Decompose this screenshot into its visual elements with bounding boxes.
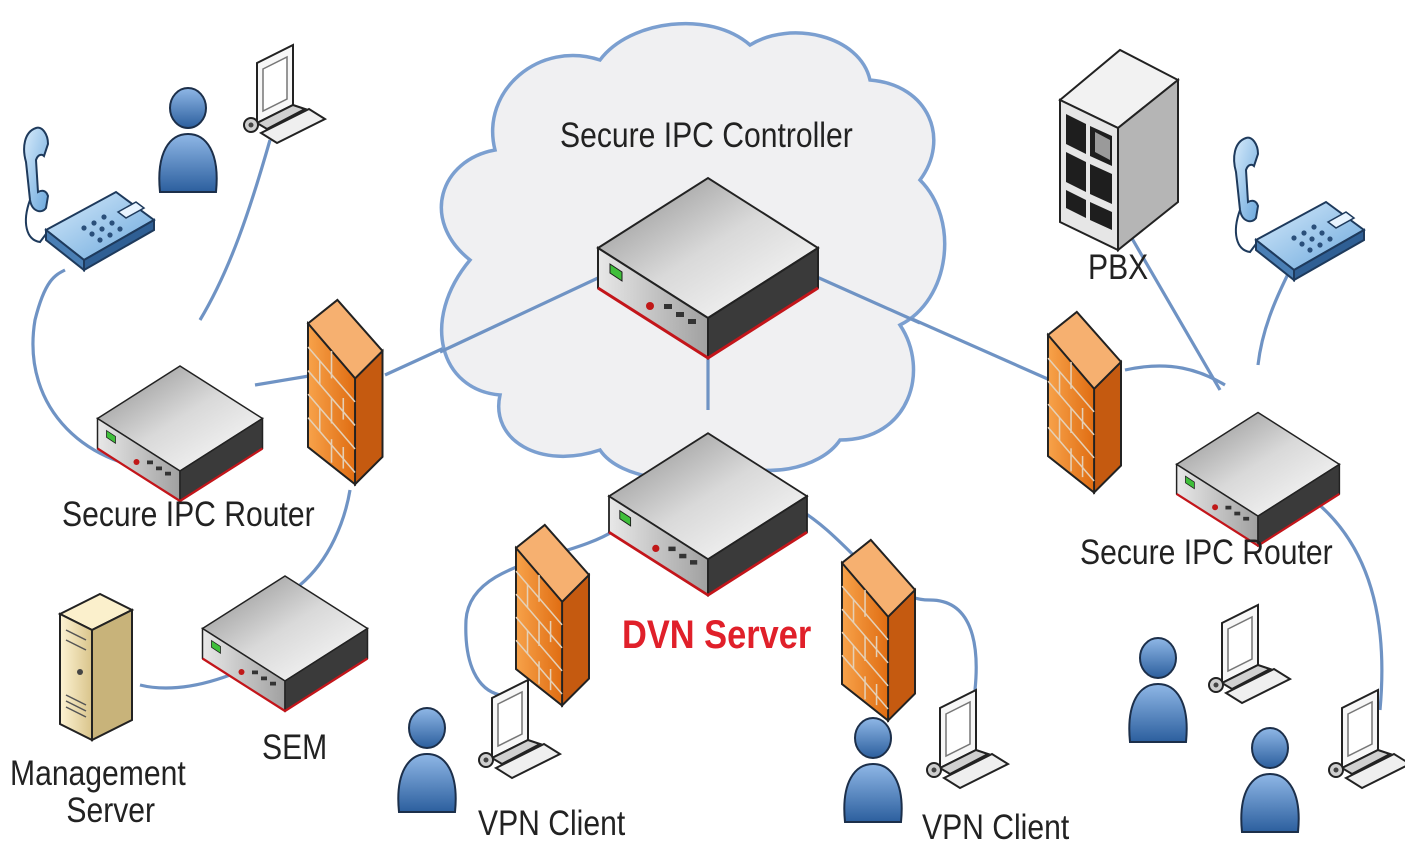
right-workstation-1-icon: [1208, 604, 1291, 704]
management-server-label: Management Server: [10, 754, 186, 830]
left-vpn-firewall-icon: [515, 524, 590, 707]
sem-label: SEM: [262, 728, 328, 767]
right-vpn-workstation-icon: [926, 689, 1009, 789]
secure-ipc-controller-label: Secure IPC Controller: [560, 116, 853, 155]
right-user-2-icon: [1240, 727, 1300, 833]
pbx-icon: [1058, 48, 1180, 253]
left-user-icon: [158, 87, 218, 193]
link-sem-management: [139, 673, 231, 690]
left-secure-ipc-router-label: Secure IPC Router: [62, 495, 315, 534]
pbx-label: PBX: [1088, 248, 1149, 287]
link-right-firewall-router: [1124, 364, 1226, 387]
left-workstation-icon: [243, 44, 326, 144]
sem-router-icon: [201, 574, 369, 713]
link-dvn-right-vpn: [799, 508, 978, 691]
link-left-router-workstation: [198, 139, 272, 321]
right-vpn-client-label: VPN Client: [922, 808, 1070, 847]
right-firewall-icon: [1047, 311, 1122, 494]
link-right-router-workstations: [1299, 488, 1384, 711]
right-vpn-user-icon: [843, 717, 903, 823]
link-right-phone-router: [1256, 269, 1292, 366]
left-vpn-client-label: VPN Client: [478, 804, 626, 843]
link-left-firewall-sem: [298, 489, 352, 587]
right-desk-phone-icon: [1233, 136, 1365, 281]
link-dvn-left-vpn: [464, 528, 616, 697]
link-left-router-firewall: [254, 373, 316, 387]
link-pbx-right-router: [1128, 234, 1222, 391]
left-vpn-user-icon: [397, 707, 457, 813]
right-vpn-firewall-icon: [841, 539, 916, 722]
right-workstation-2-icon: [1328, 689, 1405, 789]
management-server-label-line1: Management: [10, 754, 186, 793]
right-user-1-icon: [1128, 637, 1188, 743]
dvn-server-label: DVN Server: [622, 613, 812, 657]
management-server-label-line2: Server: [66, 790, 156, 830]
left-firewall-icon: [307, 299, 384, 486]
left-secure-ipc-router-icon: [96, 364, 264, 503]
left-desk-phone-icon: [23, 126, 155, 272]
right-secure-ipc-router-label: Secure IPC Router: [1080, 533, 1333, 572]
tower-server-icon: [57, 592, 135, 742]
right-secure-ipc-router-icon: [1175, 411, 1341, 547]
